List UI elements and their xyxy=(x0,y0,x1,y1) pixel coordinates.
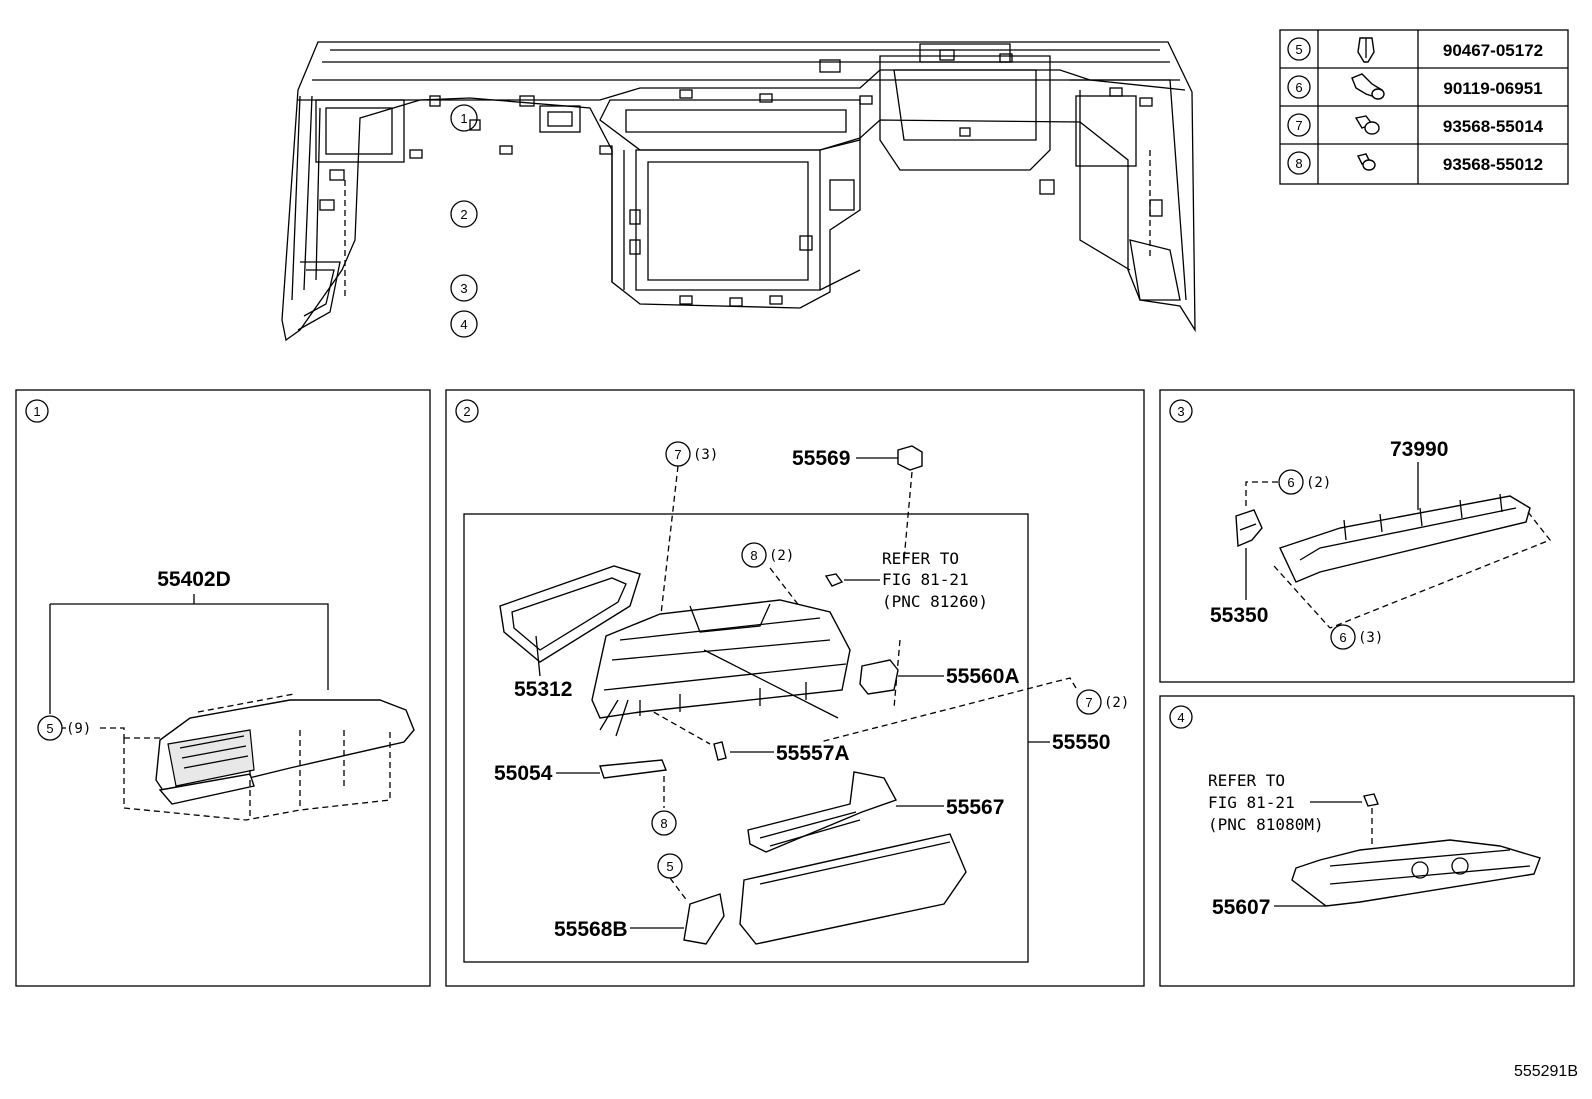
fastener-row-8: 8 93568-55012 xyxy=(1287,151,1543,175)
part-73990-label: 73990 xyxy=(1390,438,1448,461)
panel-2-ref: 2 xyxy=(463,404,470,419)
panel-2-fastener-8a-ref: 8 xyxy=(750,548,757,563)
part-55607-drawing xyxy=(1291,839,1541,907)
overview-callout-1: 1 xyxy=(460,111,467,126)
panel-4: 4 REFER TO FIG 81-21 (PNC 81080M) 55607 xyxy=(1159,695,1575,987)
part-55402D-drawing xyxy=(123,693,415,821)
part-55312-drawing xyxy=(499,565,641,663)
part-55569-drawing xyxy=(897,445,923,471)
part-73990-drawing xyxy=(1279,493,1531,583)
panel-1-ref: 1 xyxy=(33,404,40,419)
screw-washer-small-icon xyxy=(1356,153,1376,171)
screw-washer-icon xyxy=(1354,115,1380,135)
part-55312-label: 55312 xyxy=(514,678,572,701)
panel-3-ref: 3 xyxy=(1177,404,1184,419)
refer-note-line2: FIG 81-21 xyxy=(882,570,969,589)
figure-id: 555291B xyxy=(1514,1063,1578,1080)
panel-3-fastener-6b-qty: (3) xyxy=(1358,630,1383,646)
panel-4-ref: 4 xyxy=(1177,710,1184,725)
part-55054-drawing xyxy=(599,759,667,779)
refer-note-line2: FIG 81-21 xyxy=(1208,793,1295,812)
panel-2-fastener-7a-ref: 7 xyxy=(674,447,681,462)
refer-note-line3: (PNC 81260) xyxy=(882,592,988,611)
part-55350-label: 55350 xyxy=(1210,604,1268,627)
part-55402D-label: 55402D xyxy=(157,568,231,591)
part-55560A-label: 55560A xyxy=(946,665,1020,688)
fastener-part-no: 93568-55012 xyxy=(1443,155,1543,174)
fastener-table: 5 90467-05172 6 90119-06951 7 xyxy=(1279,29,1569,185)
dashboard-structure-overview xyxy=(281,41,1196,342)
panel-2-fastener-7b-ref: 7 xyxy=(1085,695,1092,710)
refer-note-line1: REFER TO xyxy=(1208,771,1285,790)
part-55567-drawing xyxy=(747,771,898,853)
fastener-row-5: 5 90467-05172 xyxy=(1287,37,1543,63)
screw-small-icon xyxy=(1363,793,1379,807)
fastener-ref: 7 xyxy=(1295,118,1302,133)
overview-callouts: 1 2 3 4 xyxy=(450,104,478,338)
refer-note-line1: REFER TO xyxy=(882,549,959,568)
panel-3-fastener-6b-ref: 6 xyxy=(1339,630,1346,645)
part-55054-label: 55054 xyxy=(494,762,553,785)
panel-2-fastener-8b-ref: 8 xyxy=(660,816,667,831)
panel-1: 1 55402D 5 (9) xyxy=(15,389,431,987)
refer-note-line3: (PNC 81080M) xyxy=(1208,815,1324,834)
panel-2-fastener-5-ref: 5 xyxy=(666,859,673,874)
fastener-part-no: 90119-06951 xyxy=(1443,79,1542,98)
fastener-part-no: 93568-55014 xyxy=(1443,117,1544,136)
overview-callout-4: 4 xyxy=(460,317,467,332)
overview-callout-3: 3 xyxy=(460,281,467,296)
panel-1-fastener-qty: (9) xyxy=(66,721,91,737)
panel-1-fastener-ref: 5 xyxy=(46,721,53,736)
part-55560A-drawing xyxy=(859,659,899,695)
fastener-row-6: 6 90119-06951 xyxy=(1287,73,1543,100)
part-55350-drawing xyxy=(1235,509,1263,548)
panel-2: 2 7 (3) 55569 8 (2) REFER TO FIG 81-21 (… xyxy=(445,389,1145,987)
glove-box-housing-drawing xyxy=(591,599,851,737)
bolt-long-icon xyxy=(1351,73,1385,100)
part-55568B-label: 55568B xyxy=(554,918,628,941)
part-55607-label: 55607 xyxy=(1212,896,1270,919)
part-55567-label: 55567 xyxy=(946,796,1004,819)
clip-icon xyxy=(1357,37,1375,63)
part-55569-label: 55569 xyxy=(792,447,850,470)
overview-callout-2: 2 xyxy=(460,207,467,222)
panel-3: 3 73990 55350 6 (2) 6 (3) xyxy=(1159,389,1575,683)
glove-box-door-drawing xyxy=(739,833,967,945)
fastener-ref: 6 xyxy=(1295,80,1302,95)
part-55557A-drawing xyxy=(713,741,727,761)
assembly-55550-label: 55550 xyxy=(1052,731,1110,754)
part-55568B-drawing xyxy=(683,893,725,945)
screw-small-icon xyxy=(824,573,844,587)
panel-3-fastener-6a-qty: (2) xyxy=(1306,475,1331,491)
fastener-ref: 5 xyxy=(1295,42,1302,57)
panel-2-fastener-7b-qty: (2) xyxy=(1104,695,1129,711)
panel-2-fastener-7a-qty: (3) xyxy=(693,447,718,463)
fastener-row-7: 7 93568-55014 xyxy=(1287,113,1544,137)
part-55557A-label: 55557A xyxy=(776,742,850,765)
fastener-part-no: 90467-05172 xyxy=(1443,41,1543,60)
panel-3-fastener-6a-ref: 6 xyxy=(1287,475,1294,490)
fastener-ref: 8 xyxy=(1295,156,1302,171)
panel-2-fastener-8a-qty: (2) xyxy=(769,548,794,564)
